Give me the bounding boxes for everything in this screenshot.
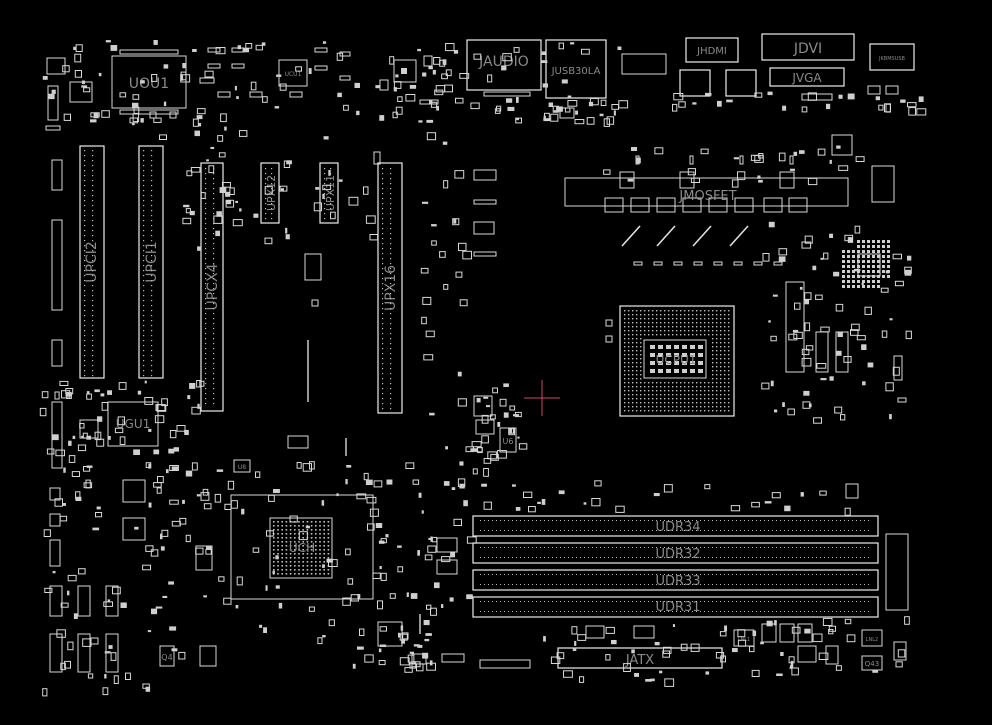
label-ucu1: UCU1 [285, 71, 302, 78]
label-udr33: UDR33 [655, 574, 700, 589]
chip-ucu1[interactable]: UCU1 [278, 59, 308, 87]
vrm-small-pads [633, 155, 794, 266]
label-q4: Q4 [161, 653, 172, 662]
label-jkbms: JKBMSUSB [878, 56, 906, 62]
label-jdvi: JDVI [793, 41, 822, 57]
label-u6: U6 [503, 437, 514, 446]
connector-jdvi[interactable]: JDVI [761, 33, 855, 61]
vrm-inductor-lines [621, 225, 749, 247]
cpu-core-pads [650, 345, 703, 373]
label-upci1: UPCI1 [144, 241, 160, 283]
power-row-vrm[interactable]: JMOSFET [564, 171, 849, 213]
connector-jvga[interactable]: JVGA [769, 67, 845, 87]
label-q43: Q43 [865, 660, 879, 668]
connector-jkbmsusb[interactable]: JKBMSUSB [869, 43, 915, 71]
label-uch: UCH [289, 541, 315, 555]
chipset-ball-grid [273, 521, 330, 575]
connector-jhdmi[interactable]: JHDMI [685, 37, 739, 63]
label-ugu1: UGU1 [116, 417, 151, 431]
label-jaudio: JAUDIO [478, 54, 529, 70]
dimm-udr32[interactable]: UDR32 [472, 542, 879, 564]
slot-upcx4[interactable]: UPCX4 [200, 162, 224, 412]
connector-jaudio[interactable]: JAUDIO [466, 39, 542, 97]
slot-upci2[interactable]: UPCI2 [79, 145, 105, 379]
cpu-socket[interactable]: UCPU1 [619, 305, 735, 417]
label-upcx4: UPCX4 [205, 263, 221, 310]
dimm-udr34[interactable]: UDR34 [472, 515, 879, 537]
label-jusb30la: JUSB30LA [551, 66, 601, 77]
label-u8: U8 [238, 464, 246, 471]
left-edge-headers [49, 159, 119, 673]
label-cpu-socket: UCPU1 [656, 353, 697, 367]
label-jatx: JATX [625, 653, 654, 668]
label-power-row: JMOSFET [678, 189, 736, 204]
label-lnl2: LNL2 [866, 637, 879, 643]
dimm-side-caps [845, 483, 909, 611]
label-upx16: UPX16 [383, 265, 399, 311]
vrm-cells [604, 171, 808, 213]
slot-upx16[interactable]: UPX16 [377, 162, 403, 414]
cpu-pin-array [624, 310, 730, 412]
label-upci2: UPCI2 [84, 241, 100, 283]
chip-uou1[interactable]: UOU1 [111, 49, 187, 115]
chip-u6[interactable]: U6 [499, 427, 517, 453]
crosshair-cursor-icon [524, 380, 560, 416]
label-jhdmi: JHDMI [696, 46, 727, 57]
label-uou1: UOU1 [129, 76, 169, 92]
dimm-udr33[interactable]: UDR33 [472, 569, 879, 591]
passive-components [39, 40, 927, 697]
label-udr31: UDR31 [655, 600, 700, 615]
label-udr32: UDR32 [655, 547, 700, 562]
connector-jusb30la[interactable]: JUSB30LA [545, 39, 607, 99]
chipset-uch[interactable]: UCH [230, 494, 374, 600]
slot-upci1[interactable]: UPCI1 [138, 145, 164, 379]
bga-right-cluster [842, 240, 890, 288]
slot-pin-dots [84, 150, 869, 612]
label-jvga: JVGA [791, 71, 822, 85]
dimm-udr31[interactable]: UDR31 [472, 596, 879, 618]
label-udr34: UDR34 [655, 520, 700, 535]
